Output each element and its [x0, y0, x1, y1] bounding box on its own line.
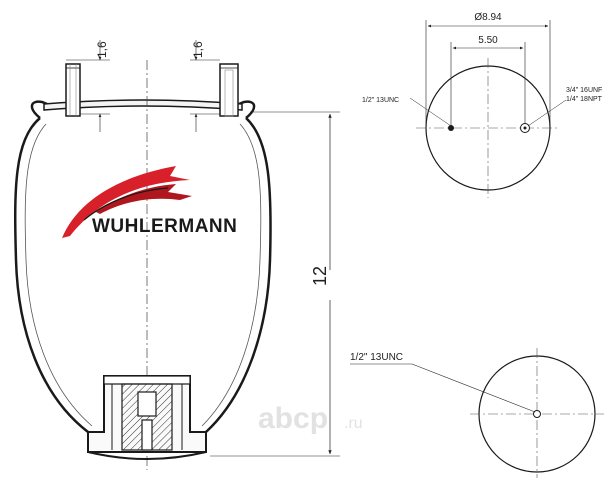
right-stud-height-label: 1,6 — [191, 41, 205, 58]
watermark-name: abcp — [258, 402, 328, 435]
right-bead — [233, 100, 256, 119]
right-stud-height-dim: 1,6 — [190, 40, 220, 132]
top-plate — [43, 99, 243, 111]
right-thread-label-2: 1/4" 18NPT — [566, 96, 603, 103]
left-stud-height-dim: 1,6 — [66, 40, 110, 132]
watermark: abcp .ru — [258, 402, 363, 435]
watermark-suffix: .ru — [344, 415, 363, 432]
bellows-outline — [13, 117, 272, 433]
logo-swoosh-small — [96, 184, 192, 214]
bottom-thread-hole — [533, 410, 541, 418]
left-stud-hole — [448, 125, 454, 131]
overall-height-label: 12 — [310, 266, 330, 286]
side-view: 1,6 1,6 12 WUHLERMANN — [13, 40, 340, 470]
brand-logo: WUHLERMANN — [62, 166, 237, 238]
bottom-thread-label: 1/2" 13UNC — [350, 352, 403, 363]
stud-spacing-label: 5.50 — [478, 35, 498, 46]
left-bead — [30, 100, 53, 119]
left-thread-label: 1/2" 13UNC — [362, 97, 399, 104]
logo-swoosh-large — [62, 166, 190, 238]
right-thread-label-1: 3/4" 16UNF — [566, 87, 602, 94]
right-stud — [219, 63, 239, 117]
left-stud-height-label: 1,6 — [95, 41, 109, 58]
bottom-view: 1/2" 13UNC — [350, 348, 604, 478]
overall-height-dim: 12 — [210, 111, 340, 457]
piston — [87, 375, 207, 460]
outer-diameter-label: Ø8.94 — [474, 12, 502, 23]
top-view: Ø8.94 5.50 1/2" 13UNC 3/4" 16UNF 1/4" 18… — [362, 12, 603, 198]
brand-name: WUHLERMANN — [92, 216, 237, 237]
left-stud — [65, 63, 81, 117]
